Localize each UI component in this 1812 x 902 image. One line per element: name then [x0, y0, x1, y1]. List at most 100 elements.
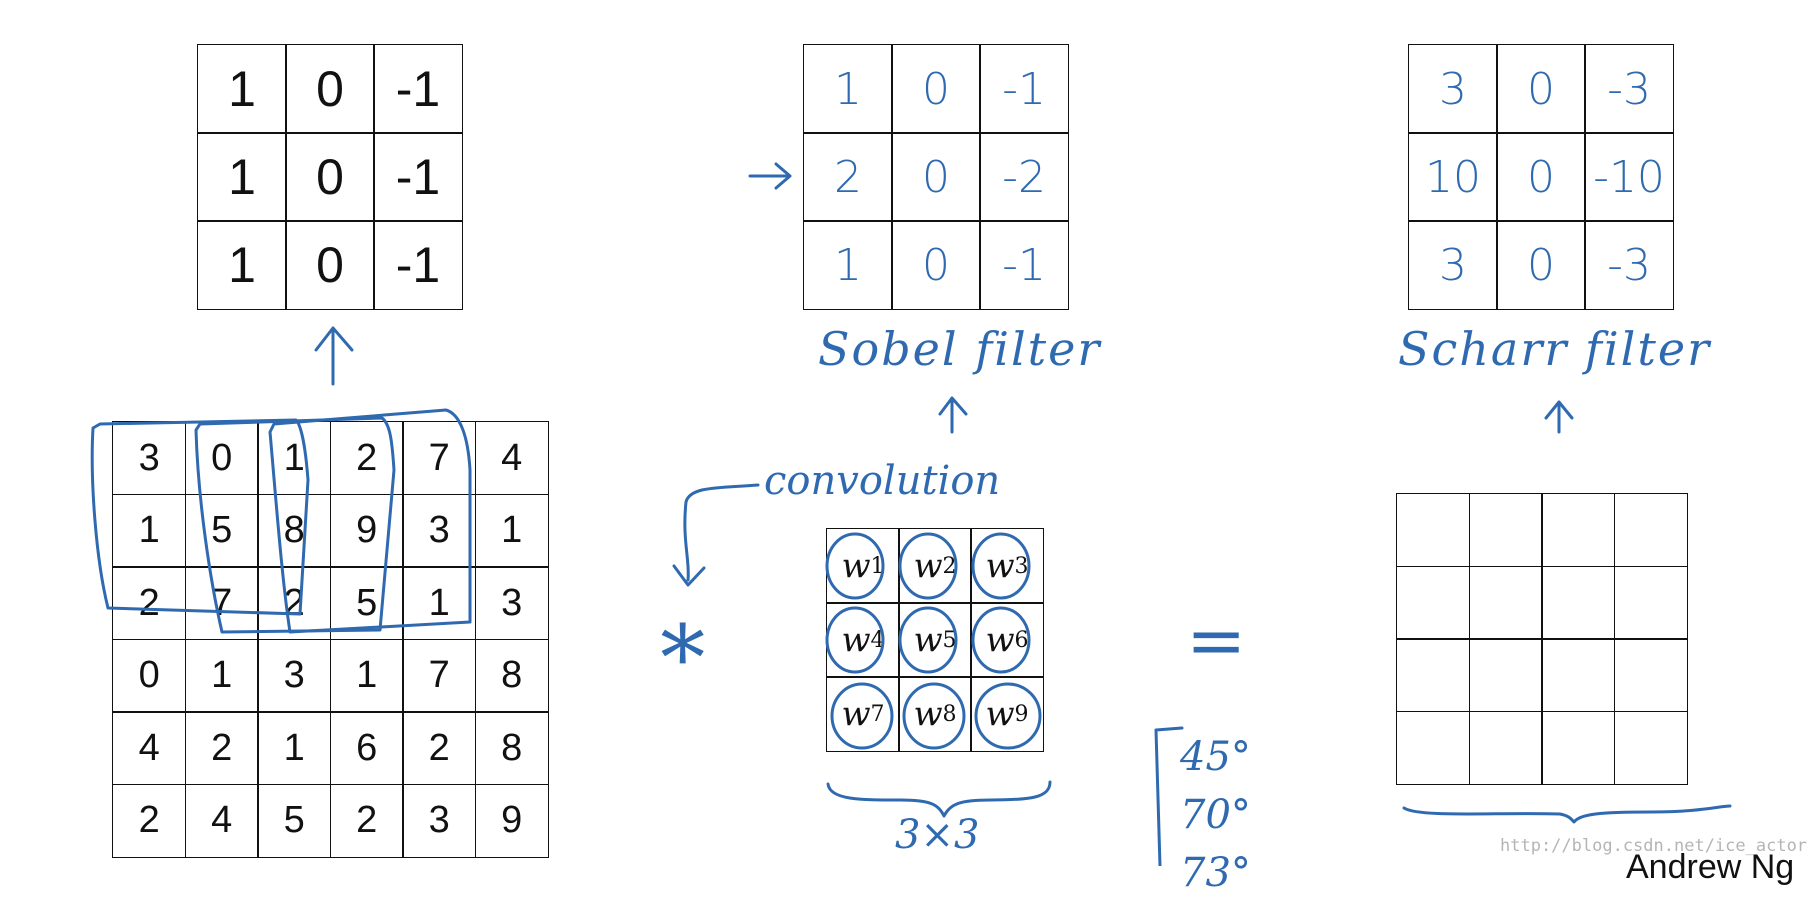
brace-under-weights: [826, 780, 1052, 818]
image-cell: 2: [112, 783, 187, 858]
output-cell: [1613, 493, 1688, 568]
filter-cell: -1: [373, 44, 463, 134]
output-cell: [1468, 493, 1543, 568]
arrow-up-icon: [314, 326, 354, 386]
image-cell: 4: [112, 711, 187, 786]
output-cell: [1541, 565, 1616, 640]
image-cell: 2: [329, 783, 404, 858]
angle-value: 70°: [1180, 792, 1251, 838]
scharr-cell: 0: [1496, 220, 1586, 310]
filter-cell: -1: [373, 132, 463, 222]
image-cell: 5: [184, 493, 259, 568]
output-cell: [1468, 638, 1543, 713]
image-cell: 2: [329, 421, 404, 496]
scharr-cell: 0: [1496, 44, 1586, 134]
output-cell: [1541, 493, 1616, 568]
sobel-cell: 0: [891, 132, 981, 222]
filter-cell: 1: [197, 44, 287, 134]
filter-cell: 0: [285, 220, 375, 310]
image-cell: 7: [402, 638, 477, 713]
sobel-filter-label: Sobel filter: [818, 322, 1102, 376]
image-cell: 0: [184, 421, 259, 496]
size-label: 3×3: [895, 812, 980, 858]
image-cell: 2: [257, 566, 332, 641]
image-cell: 1: [329, 638, 404, 713]
filter-cell: 0: [285, 132, 375, 222]
sobel-cell: 0: [891, 220, 981, 310]
image-cell: 8: [474, 711, 549, 786]
angle-value: 45°: [1180, 734, 1251, 780]
sobel-cell: 1: [803, 44, 893, 134]
scharr-cell: 3: [1408, 220, 1498, 310]
watermark: http://blog.csdn.net/ice_actor: [1500, 836, 1808, 856]
sobel-cell: -1: [979, 220, 1069, 310]
image-cell: 3: [474, 566, 549, 641]
image-cell: 2: [402, 711, 477, 786]
image-cell: 2: [184, 711, 259, 786]
scharr-cell: -10: [1584, 132, 1674, 222]
sobel-cell: -2: [979, 132, 1069, 222]
scharr-cell: 10: [1408, 132, 1498, 222]
arrow-up-icon: [1544, 400, 1574, 434]
scharr-filter-label: Scharr filter: [1398, 322, 1712, 376]
output-cell: [1541, 638, 1616, 713]
output-cell: [1396, 565, 1471, 640]
image-cell: 0: [112, 638, 187, 713]
image-cell: 6: [329, 711, 404, 786]
filter-cell: 0: [285, 44, 375, 134]
image-cell: 1: [257, 421, 332, 496]
image-cell: 3: [402, 783, 477, 858]
image-cell: 5: [329, 566, 404, 641]
image-cell: 1: [402, 566, 477, 641]
image-cell: 8: [474, 638, 549, 713]
output-cell: [1396, 493, 1471, 568]
scharr-cell: -3: [1584, 44, 1674, 134]
angle-value: 73°: [1180, 850, 1251, 896]
arrow-right-icon: [748, 162, 792, 190]
image-cell: 1: [257, 711, 332, 786]
output-cell: [1468, 565, 1543, 640]
image-cell: 3: [402, 493, 477, 568]
output-cell: [1613, 565, 1688, 640]
image-cell: 9: [329, 493, 404, 568]
output-cell: [1613, 638, 1688, 713]
image-cell: 7: [184, 566, 259, 641]
scharr-cell: 3: [1408, 44, 1498, 134]
sobel-cell: 1: [803, 220, 893, 310]
image-cell: 1: [112, 493, 187, 568]
angle-bracket: [1154, 726, 1184, 866]
brace-under-output: [1402, 804, 1732, 824]
output-cell: [1396, 710, 1471, 785]
sobel-cell: 2: [803, 132, 893, 222]
image-cell: 1: [474, 493, 549, 568]
image-cell: 7: [402, 421, 477, 496]
image-cell: 1: [184, 638, 259, 713]
sobel-cell: -1: [979, 44, 1069, 134]
image-cell: 2: [112, 566, 187, 641]
image-cell: 3: [257, 638, 332, 713]
image-cell: 4: [474, 421, 549, 496]
filter-cell: -1: [373, 220, 463, 310]
arrow-up-icon: [938, 396, 968, 434]
output-cell: [1541, 710, 1616, 785]
output-grid: [1396, 493, 1688, 785]
image-cell: 4: [184, 783, 259, 858]
scharr-cell: 0: [1496, 132, 1586, 222]
angles-list: 45° 70° 73°: [1180, 728, 1251, 902]
sobel-cell: 0: [891, 44, 981, 134]
scharr-cell: -3: [1584, 220, 1674, 310]
output-cell: [1468, 710, 1543, 785]
image-cell: 8: [257, 493, 332, 568]
